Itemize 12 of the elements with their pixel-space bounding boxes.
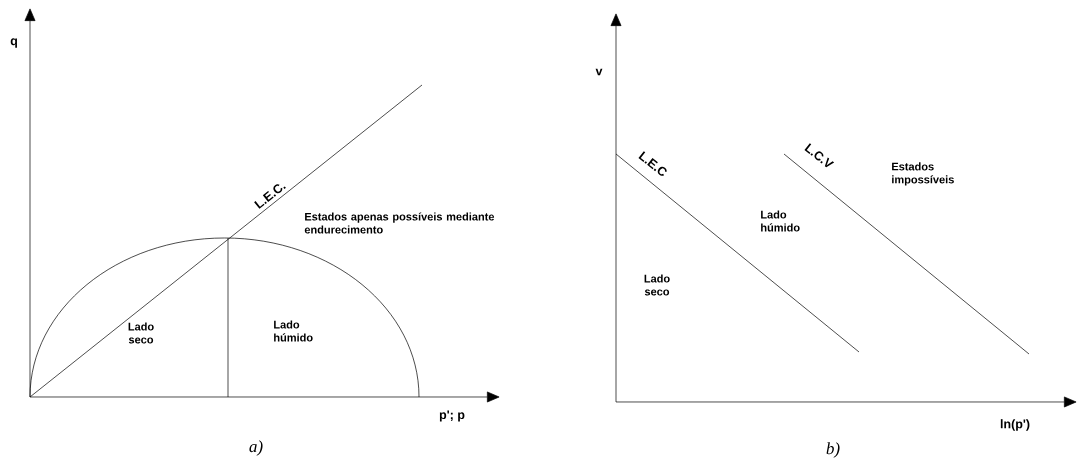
region-label: Lado húmido xyxy=(274,320,313,342)
axis-label: p'; p xyxy=(439,410,465,422)
region-label: Lado seco xyxy=(644,274,670,296)
region-label: Estados apenas possíveis mediante endurecimento xyxy=(304,212,495,234)
panel-caption: a) xyxy=(249,440,263,456)
region-label: Lado seco xyxy=(128,322,154,344)
region-label: Estados impossíveis xyxy=(892,162,954,186)
axis-label: q xyxy=(10,38,17,48)
region-label: Lado húmido xyxy=(761,210,800,232)
panel-caption: b) xyxy=(826,442,840,458)
axis-label: ln(p') xyxy=(1000,419,1030,431)
axis-label: v xyxy=(595,68,603,76)
